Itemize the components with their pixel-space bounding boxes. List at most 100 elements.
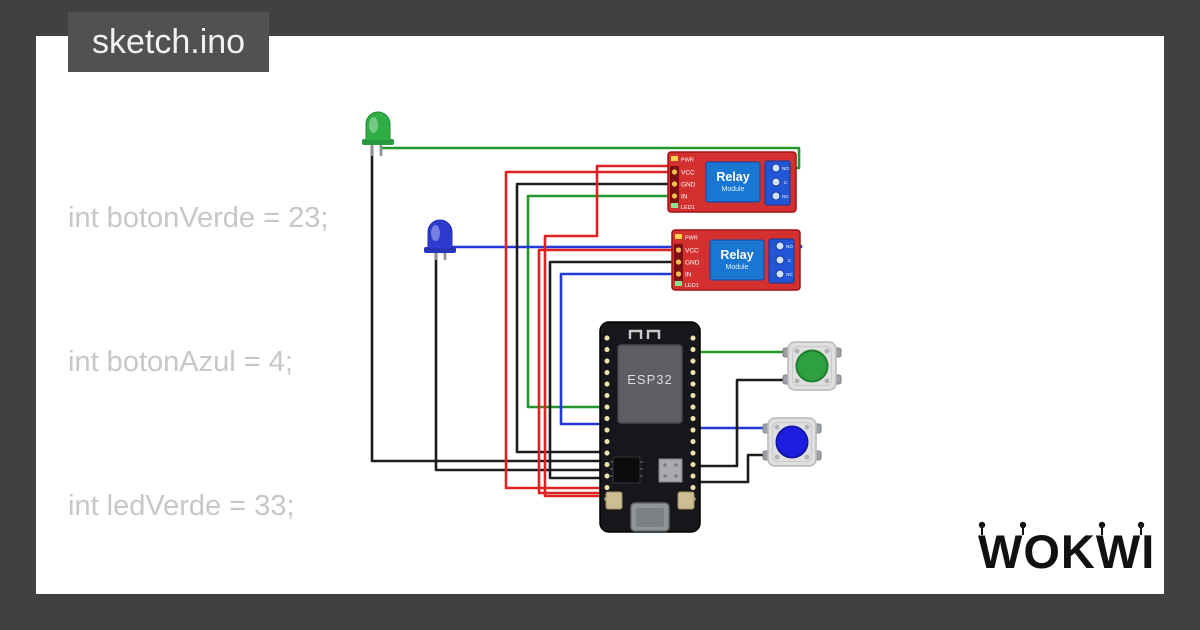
pushbutton-inner-frame	[772, 422, 812, 462]
esp32-module	[617, 344, 683, 424]
relay-terminal-label: NC	[782, 194, 789, 199]
relay-terminal-screw	[775, 269, 785, 279]
esp32-label: ESP32	[627, 372, 672, 387]
relay-pin	[671, 181, 678, 187]
relay-pin-label: GND	[681, 182, 696, 189]
wire-green-button-gnd	[692, 378, 786, 468]
pushbutton-corner-dot	[804, 454, 810, 460]
wire-relay2-in-to-esp32	[559, 272, 680, 426]
esp32-regulator	[658, 458, 683, 483]
relay-pin	[671, 193, 678, 199]
relay-terminal-label: C	[784, 180, 788, 185]
wire-vcc-rail	[543, 164, 676, 498]
pushbutton-cap-green[interactable]	[795, 349, 829, 383]
led-leg	[434, 250, 438, 260]
relay-pin-label: VCC	[685, 248, 699, 255]
pushbutton-corner-dot	[824, 378, 830, 384]
relay-subtitle: Module	[722, 186, 745, 193]
pushbutton-corner-dot	[824, 348, 830, 354]
relay-pin	[675, 247, 682, 253]
relay-title: Relay	[716, 170, 749, 184]
wire-relay1-in-to-esp32	[526, 194, 676, 409]
esp32-board[interactable]: ESP32	[599, 321, 701, 533]
wire-green-led-gnd	[370, 144, 608, 463]
wokwi-logo-antenna-dot	[1137, 521, 1145, 529]
esp32-en-button[interactable]	[605, 491, 623, 510]
wire-relay2-vcc	[537, 248, 680, 495]
esp32-chip-pins	[610, 461, 643, 477]
file-name-tab[interactable]: sketch.ino	[68, 12, 270, 72]
relay-cube	[705, 161, 761, 203]
wire-blue-led-gnd	[434, 250, 608, 472]
relay-pin	[675, 259, 682, 265]
wire-relay2-gnd	[548, 260, 680, 480]
wokwi-logo-antenna-dot	[1019, 521, 1027, 529]
wokwi-logo-text: WOKWI	[978, 525, 1155, 578]
pushbutton-corner-dot	[774, 424, 780, 430]
esp32-regulator-pad	[674, 474, 678, 478]
esp32-regulator-pad	[674, 463, 678, 467]
relay-terminal-label: NO	[786, 244, 793, 249]
relay-pwr-label: PWR	[681, 158, 694, 164]
led-leg	[370, 144, 374, 156]
relay-pin-label: IN	[685, 272, 692, 279]
relay-pin-label: IN	[681, 194, 688, 201]
relay-cube	[709, 239, 765, 281]
esp32-chip	[612, 456, 641, 484]
relay-power-led	[675, 234, 682, 239]
led-highlight	[431, 225, 440, 241]
led-highlight	[369, 117, 378, 133]
relay-led-label: LED1	[681, 205, 695, 211]
relay-pin-label: VCC	[681, 170, 695, 177]
relay-subtitle: Module	[726, 264, 749, 271]
wire-relay1-gnd	[515, 182, 676, 454]
esp32-boot-button[interactable]	[677, 491, 695, 510]
pushbutton-blue[interactable]	[762, 417, 822, 467]
code-line: int botonAzul = 4;	[68, 346, 293, 378]
wokwi-logo-antenna-stems	[981, 528, 1142, 535]
relay-pin-label: GND	[685, 260, 700, 267]
relay-status-led	[671, 203, 678, 208]
relay-terminal-label: NC	[786, 272, 793, 277]
wire-relay1-vcc	[504, 170, 676, 490]
wokwi-logo-antenna-dot	[1098, 521, 1106, 529]
relay-title: Relay	[720, 248, 753, 262]
pushbutton-corner-dot	[774, 454, 780, 460]
relay-pin	[671, 169, 678, 175]
wokwi-logo-antenna-dot	[978, 521, 986, 529]
relay-module-2[interactable]: VCC GND IN PWR LED1 Relay Module NO C NC	[671, 229, 801, 291]
relay-terminal-screw	[775, 255, 785, 265]
relay-module-1[interactable]: VCC GND IN PWR LED1 Relay Module NO C NC	[667, 151, 797, 213]
relay-terminal-screw	[771, 163, 781, 173]
relay-pin	[675, 271, 682, 277]
pushbutton-corner-dot	[804, 424, 810, 430]
relay-power-led	[671, 156, 678, 161]
led-blue[interactable]	[424, 219, 456, 260]
relay-terminal-label: NO	[782, 166, 789, 171]
code-line: int ledVerde = 33;	[68, 490, 295, 522]
led-body	[427, 219, 453, 250]
pushbutton-inner-frame	[792, 346, 832, 386]
esp32-regulator-pad	[663, 474, 667, 478]
esp32-regulator-pad	[663, 463, 667, 467]
code-line: int botonVerde = 23;	[68, 202, 329, 234]
pushbutton-corner-dot	[794, 378, 800, 384]
relay-led-label: LED1	[685, 283, 699, 289]
led-green[interactable]	[362, 111, 394, 156]
code-block: int botonVerde = 23; int botonAzul = 4; …	[68, 98, 655, 594]
relay-pwr-label: PWR	[685, 236, 698, 242]
relay-terminal-screw	[775, 241, 785, 251]
relay-status-led	[675, 281, 682, 286]
led-leg	[443, 250, 447, 260]
relay-terminal-screw	[771, 177, 781, 187]
wokwi-logo: WOKWI	[978, 521, 1155, 578]
pushbutton-green[interactable]	[782, 341, 842, 391]
esp32-usb-opening	[636, 508, 664, 527]
esp32-antenna	[628, 329, 661, 339]
led-leg	[379, 144, 383, 156]
led-body	[365, 111, 391, 142]
pushbutton-cap-blue[interactable]	[775, 425, 809, 459]
pushbutton-corner-dot	[794, 348, 800, 354]
